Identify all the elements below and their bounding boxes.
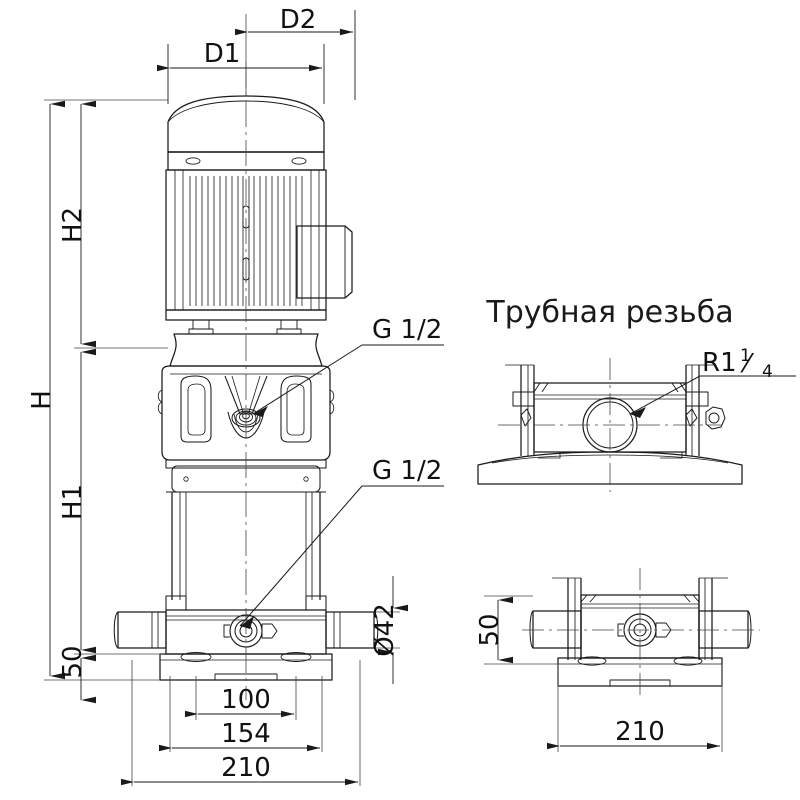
callout-label-g-half-top: G 1/2: [372, 315, 442, 345]
callout-leader-g-half-bottom: [239, 485, 444, 629]
callout-leader-r1-1-4: [629, 375, 796, 418]
dimension-label-D1: D1: [204, 39, 241, 69]
dimension-label-210-right: 210: [615, 717, 665, 747]
dimension-label-100: 100: [221, 685, 271, 715]
callout-leader-g-half-top: [252, 344, 444, 417]
dimension-label-D2: D2: [280, 5, 317, 35]
dimension-dia42: [374, 611, 400, 649]
dimension-label-50-right: 50: [475, 613, 505, 646]
dimension-extension-lines: [44, 99, 168, 681]
callout-label-r1-1-4: R1 1 ⁄ 4: [702, 346, 773, 382]
front-view-stack: [165, 492, 327, 611]
front-view-motor: [165, 95, 353, 335]
pipe-thread-title: Трубная резьба: [485, 295, 733, 330]
dimension-label-dia42: Ø42: [370, 603, 400, 657]
dimension-D1: [157, 44, 325, 104]
dimension-label-210: 210: [221, 753, 271, 783]
callout-label-r1-1-4-numerator: 1: [740, 346, 751, 366]
dimension-D2: [235, 10, 356, 100]
callout-label-g-half-bottom: G 1/2: [372, 456, 442, 486]
callout-label-r1-1-4-main: R1: [702, 348, 737, 378]
dimension-label-H1: H1: [58, 484, 88, 520]
dimension-extension-lines-right: [484, 595, 723, 752]
dimension-label-50-left: 50: [58, 645, 88, 678]
dimension-label-H2: H2: [58, 207, 88, 243]
callout-label-r1-1-4-denominator: 4: [762, 362, 773, 382]
side-upper-detail-view: [477, 358, 743, 492]
dimension-label-H: H: [27, 390, 57, 410]
dimension-label-154: 154: [221, 719, 271, 749]
dimension-witness-lines: [131, 660, 361, 786]
